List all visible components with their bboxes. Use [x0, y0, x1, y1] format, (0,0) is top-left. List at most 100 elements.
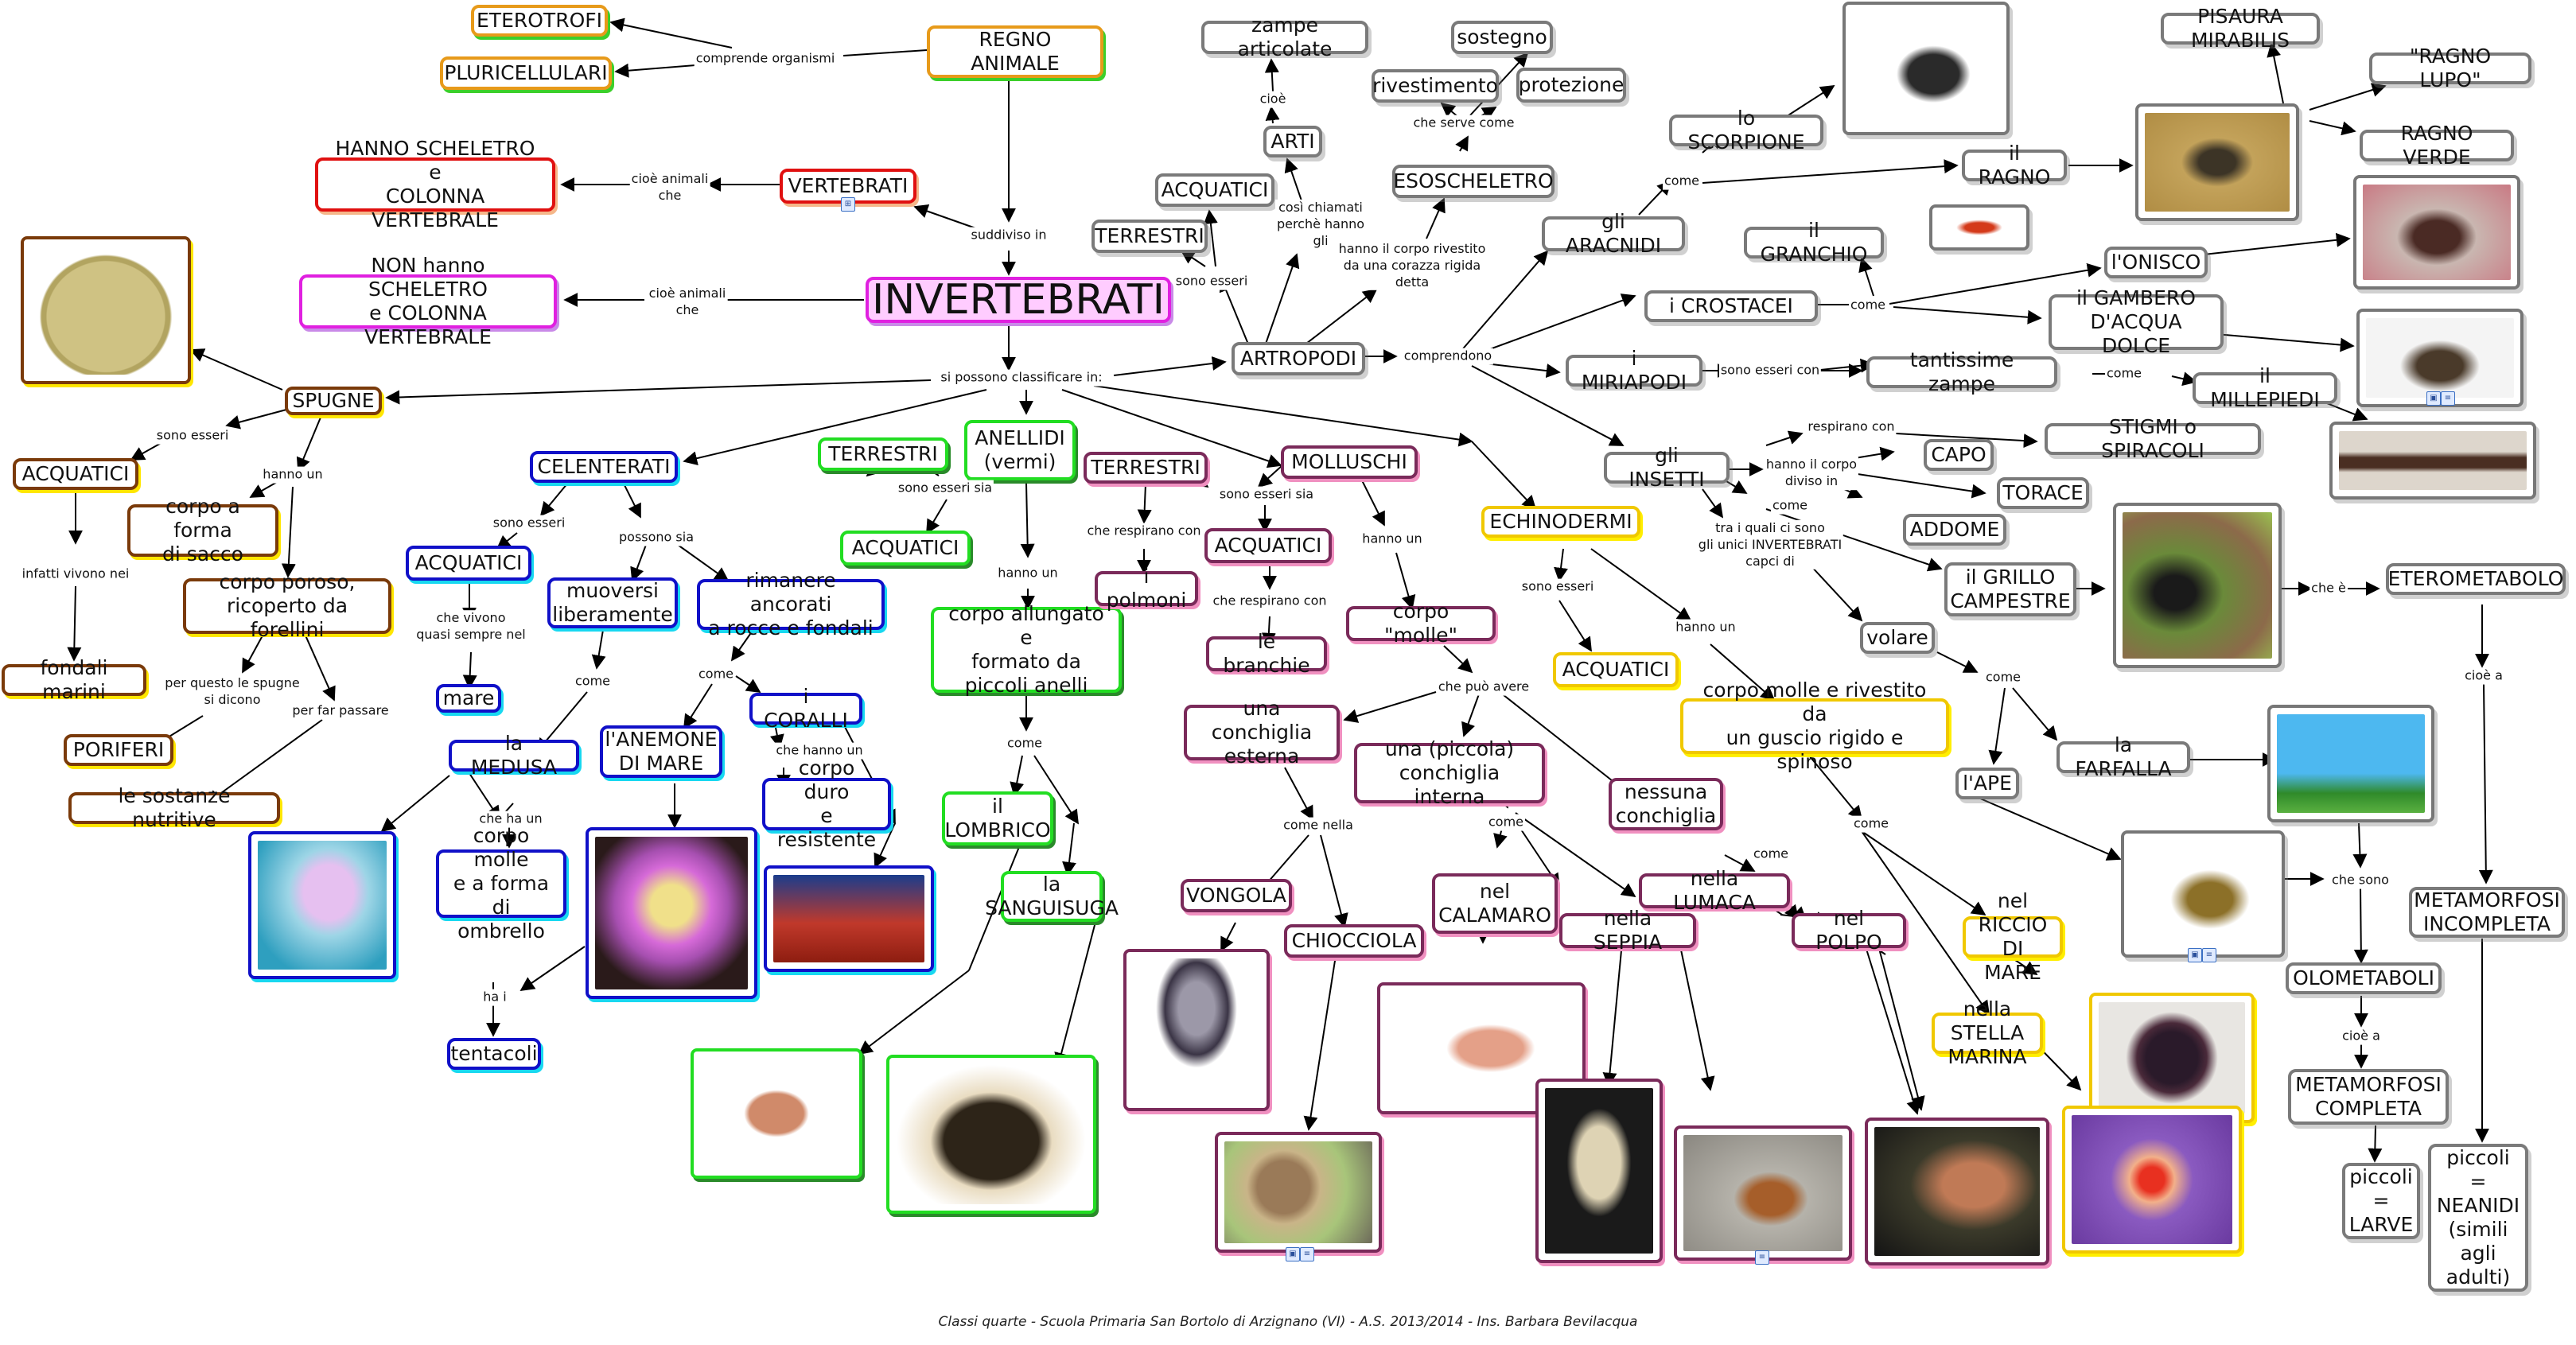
note-icon[interactable]: ≡ — [2202, 948, 2216, 962]
node-nessuna-conchiglia[interactable]: nessuna conchiglia — [1609, 778, 1723, 830]
node-sostegno[interactable]: sostegno — [1451, 21, 1553, 54]
node-poriferi[interactable]: PORIFERI — [64, 734, 173, 766]
link-label: cioè — [1258, 91, 1288, 108]
node-corpo-duro[interactable]: corpo duro e resistente — [762, 756, 891, 851]
image-attachment-icon[interactable]: ▣ — [1286, 1247, 1300, 1261]
node-torace[interactable]: TORACE — [1997, 477, 2089, 509]
node-polmoni[interactable]: i polmoni — [1095, 565, 1198, 612]
node-esoscheletro[interactable]: ESOSCHELETRO — [1392, 165, 1555, 198]
node-pisaura-mirabilis[interactable]: PISAURA MIRABILIS — [2161, 5, 2320, 52]
node-ragno[interactable]: il RAGNO — [1962, 142, 2067, 189]
node-muoversi[interactable]: muoversi liberamente — [547, 577, 678, 628]
node-fondali-marini[interactable]: fondali marini — [2, 656, 146, 703]
node-spugne[interactable]: SPUGNE — [285, 387, 382, 415]
node-protezione[interactable]: protezione — [1516, 68, 1626, 103]
sponge-image — [21, 236, 191, 384]
node-hanno-scheletro[interactable]: HANNO SCHELETRO e COLONNA VERTEBRALE — [315, 137, 555, 231]
image-attachment-icon[interactable]: ▣ — [2188, 948, 2202, 962]
node-aracnidi[interactable]: gli ARACNIDI — [1542, 210, 1685, 257]
node-branchie[interactable]: le branchie — [1206, 630, 1327, 677]
node-metamorfosi-incompleta[interactable]: METAMORFOSI INCOMPLETA — [2409, 887, 2565, 938]
node-riccio-di-mare[interactable]: nel RICCIO DI MARE — [1963, 889, 2063, 984]
node-zampe-articolate[interactable]: zampe articolate — [1201, 14, 1368, 60]
node-gambero[interactable]: il GAMBERO D'ACQUA DOLCE — [2049, 286, 2224, 357]
node-anellidi-terrestri[interactable]: TERRESTRI — [818, 437, 948, 471]
node-molluschi-terrestri[interactable]: TERRESTRI — [1084, 452, 1208, 484]
submap-link-icon[interactable]: ⊞ — [841, 197, 855, 212]
node-pluricellulari[interactable]: PLURICELLULARI — [440, 56, 612, 90]
note-icon[interactable]: ≡ — [2441, 391, 2455, 406]
node-sanguisuga[interactable]: la SANGUISUGA — [985, 871, 1119, 922]
node-regno-animale[interactable]: REGNO ANIMALE — [927, 25, 1103, 78]
node-medusa[interactable]: la MEDUSA — [449, 732, 579, 779]
node-corpo-allungato[interactable]: corpo allungato e formato da piccoli ane… — [931, 602, 1122, 697]
node-sostanze-nutritive[interactable]: le sostanze nutritive — [68, 784, 280, 831]
node-corpo-poroso[interactable]: corpo poroso, ricoperto da forellini — [183, 570, 391, 641]
node-guscio-spinoso[interactable]: corpo molle e rivestito da un guscio rig… — [1680, 678, 1949, 773]
node-molluschi-acquatici[interactable]: ACQUATICI — [1204, 528, 1332, 563]
node-conchiglia-esterna[interactable]: una conchiglia esterna — [1184, 697, 1340, 768]
image-attachment-icon[interactable]: ▣ — [2426, 391, 2441, 406]
node-arti[interactable]: ARTI — [1263, 126, 1322, 157]
node-anellidi[interactable]: ANELLIDI (vermi) — [964, 420, 1076, 480]
link-label: cioè a — [2463, 667, 2504, 685]
link-label: hanno il corpo diviso in — [1764, 457, 1859, 490]
node-seppia[interactable]: nella SEPPIA — [1559, 907, 1696, 954]
node-granchio[interactable]: il GRANCHIO — [1744, 219, 1884, 266]
node-rimanere[interactable]: rimanere ancorati a rocce e fondali — [697, 569, 885, 639]
node-volare[interactable]: volare — [1860, 622, 1935, 654]
node-lombrico[interactable]: il LOMBRICO — [942, 791, 1053, 845]
node-farfalla[interactable]: la FARFALLA — [2057, 733, 2190, 780]
node-calamaro[interactable]: nel CALAMARO — [1432, 873, 1558, 934]
node-tentacoli[interactable]: tentacoli — [447, 1038, 541, 1070]
node-corpo-sacco[interactable]: corpo a forma di sacco — [127, 495, 278, 566]
node-echinodermi-acquatici[interactable]: ACQUATICI — [1553, 652, 1679, 687]
note-icon[interactable]: ≡ — [1300, 1247, 1314, 1261]
node-neanidi[interactable]: piccoli = NEANIDI (simili agli adulti) — [2428, 1144, 2528, 1292]
node-non-hanno-scheletro[interactable]: NON hanno SCHELETRO e COLONNA VERTEBRALE — [299, 254, 557, 348]
node-larve[interactable]: piccoli = LARVE — [2342, 1163, 2420, 1239]
node-ragno-lupo[interactable]: "RAGNO LUPO" — [2369, 45, 2531, 91]
node-celenterati[interactable]: CELENTERATI — [530, 451, 678, 483]
node-echinodermi[interactable]: ECHINODERMI — [1481, 506, 1640, 538]
node-artropodi[interactable]: ARTROPODI — [1232, 342, 1365, 375]
node-crostacei[interactable]: i CROSTACEI — [1644, 290, 1818, 322]
node-lumaca[interactable]: nella LUMACA — [1639, 867, 1790, 914]
node-anellidi-acquatici[interactable]: ACQUATICI — [840, 531, 971, 566]
node-eterometabolo[interactable]: ETEROMETABOLO — [2386, 563, 2566, 595]
node-capo[interactable]: CAPO — [1924, 439, 1994, 471]
node-ape[interactable]: l'APE — [1955, 768, 2019, 799]
node-artropodi-terrestri[interactable]: TERRESTRI — [1091, 220, 1208, 253]
node-addome[interactable]: ADDOME — [1903, 514, 2006, 546]
node-invertebrati[interactable]: INVERTEBRATI — [866, 276, 1171, 324]
node-conchiglia-interna[interactable]: una (piccola) conchiglia interna — [1354, 737, 1545, 808]
node-mare[interactable]: mare — [436, 684, 501, 713]
node-celenterati-acquatici[interactable]: ACQUATICI — [406, 546, 531, 581]
note-icon[interactable]: ≡ — [1755, 1250, 1769, 1265]
node-anemone[interactable]: l'ANEMONE DI MARE — [600, 725, 722, 778]
node-spugne-acquatici[interactable]: ACQUATICI — [13, 458, 138, 490]
node-polpo[interactable]: nel POLPO — [1792, 907, 1906, 954]
node-grillo-campestre[interactable]: il GRILLO CAMPESTRE — [1944, 562, 2076, 616]
node-insetti[interactable]: gli INSETTI — [1604, 444, 1730, 491]
node-molluschi[interactable]: MOLLUSCHI — [1281, 445, 1418, 479]
node-corpo-ombrello[interactable]: corpo molle e a forma di ombrello — [436, 824, 566, 943]
node-tantissime-zampe[interactable]: tantissime zampe — [1866, 348, 2057, 395]
node-olometaboli[interactable]: OLOMETABOLI — [2286, 962, 2442, 994]
node-miriapodi[interactable]: i MIRIAPODI — [1566, 347, 1702, 394]
node-stella-marina[interactable]: nella STELLA MARINA — [1932, 997, 2043, 1068]
node-artropodi-acquatici[interactable]: ACQUATICI — [1155, 173, 1274, 207]
node-rivestimento[interactable]: rivestimento — [1372, 69, 1499, 103]
node-scorpione[interactable]: lo SCORPIONE — [1669, 107, 1823, 154]
link-label: hanno il corpo rivestito da una corazza … — [1337, 240, 1488, 291]
node-corpo-molle[interactable]: corpo "molle" — [1346, 600, 1496, 647]
node-ragno-verde[interactable]: RAGNO VERDE — [2360, 122, 2514, 169]
node-vongola[interactable]: VONGOLA — [1181, 879, 1292, 912]
node-chiocciola[interactable]: CHIOCCIOLA — [1284, 924, 1424, 958]
node-millepiedi[interactable]: il MILLEPIEDI — [2193, 364, 2337, 411]
node-coralli[interactable]: i CORALLI — [749, 685, 862, 732]
node-metamorfosi-completa[interactable]: METAMORFOSI COMPLETA — [2288, 1069, 2449, 1125]
node-eterotrofi[interactable]: ETEROTROFI — [471, 5, 608, 37]
node-stigmi-spiracoli[interactable]: STIGMI o SPIRACOLI — [2045, 415, 2261, 462]
node-onisco[interactable]: l'ONISCO — [2104, 247, 2208, 278]
